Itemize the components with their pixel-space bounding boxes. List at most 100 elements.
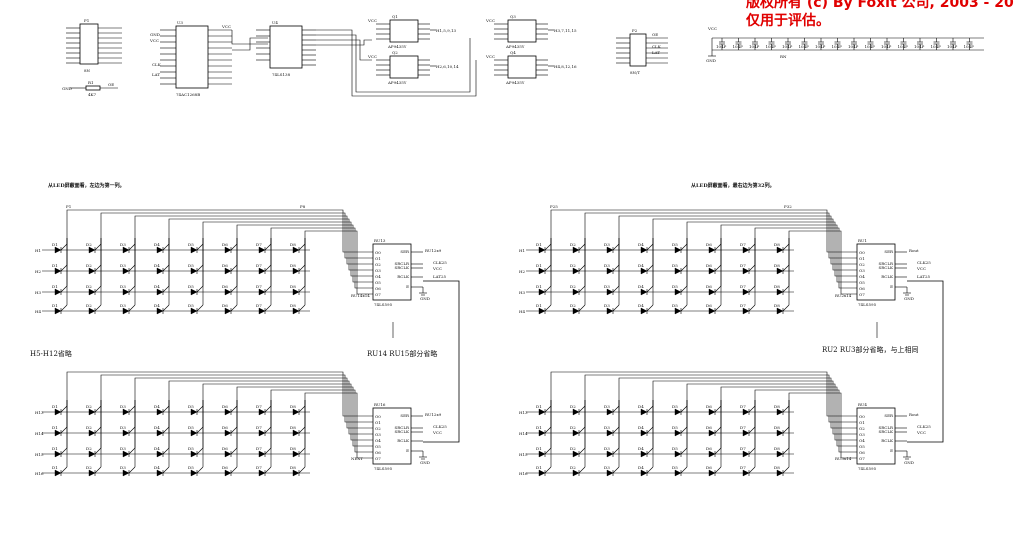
led-lead [680,285,688,293]
chip-name: 74LS595 [374,302,393,307]
led-diode [156,307,164,315]
cap-value: 104P [815,44,826,49]
chip-clk-label: CLK25 [433,424,447,429]
column-bus [304,392,373,459]
led-diode [258,408,266,416]
led-diode [54,246,62,254]
led-diode [674,267,682,275]
chip-signal: E [406,448,409,453]
led-lead [128,304,136,312]
h-output-label: H2,6,10,14 [436,64,459,69]
row-label: H1 [35,248,41,253]
led-diode [258,267,266,275]
chip-vcc-label: VCC [432,430,442,435]
mosfet-ref: Q1 [392,14,398,19]
led-lead [298,264,306,272]
led-ref: D2 [570,465,576,470]
led-lead [748,426,756,434]
led-lead [128,285,136,293]
led-lead [264,466,272,474]
chip-pin: O2 [375,262,381,267]
led-ref: D8 [774,263,780,268]
led-ref: D7 [740,404,746,409]
chip-pin: O0 [375,250,381,255]
chip-signal: RCLK [397,274,410,279]
led-ref: D5 [672,404,678,409]
led-ref: D5 [672,303,678,308]
led-lead [230,304,238,312]
led-lead [680,243,688,251]
led-diode [640,288,648,296]
led-diode [538,469,546,477]
u3-vcc: VCC [149,38,159,43]
led-lead [298,405,306,413]
chip-signal: SRCLR [395,261,410,266]
led-diode [538,267,546,275]
led-ref: D3 [604,404,610,409]
h-output-label: H4,8,12,16 [554,64,577,69]
led-diode [674,307,682,315]
led-diode [708,267,716,275]
chip-signal: SRCLR [395,425,410,430]
led-lead [162,264,170,272]
chip-pin: O3 [859,268,865,273]
led-lead [298,447,306,455]
cap-value: 104P [964,44,975,49]
led-lead [196,405,204,413]
led-diode [538,429,546,437]
chip-pin: O1 [859,256,865,261]
chip-clk-label: CLK25 [433,260,447,265]
led-lead [612,426,620,434]
led-lead [298,426,306,434]
led-diode [224,288,232,296]
led-diode [640,450,648,458]
chip-clk-label: CLK25 [917,260,931,265]
cap-value: 104P [898,44,909,49]
led-diode [776,246,784,254]
led-diode [606,469,614,477]
led-lead [162,304,170,312]
led-lead [60,304,68,312]
led-lead [544,304,552,312]
led-ref: D7 [256,425,262,430]
led-lead [646,285,654,293]
led-lead [782,405,790,413]
led-ref: D3 [604,242,610,247]
led-lead [680,466,688,474]
led-diode [742,267,750,275]
led-lead [714,285,722,293]
led-diode [88,429,96,437]
led-ref: D4 [638,465,644,470]
header-p1-name: 8N [84,68,91,73]
chip-chain-in: RU3x14 [835,456,852,461]
u3-lat: LAT [152,72,160,77]
led-ref: D4 [154,446,160,451]
chip-pin: O2 [375,426,381,431]
led-lead [646,426,654,434]
led-lead [230,447,238,455]
led-ref: D1 [52,446,58,451]
led-lead [578,466,586,474]
led-lead [714,466,722,474]
chip-pin: O6 [375,286,381,291]
chip-pin: O1 [859,420,865,425]
led-lead [94,243,102,251]
chip-out-label: Rout [909,248,919,253]
led-lead [94,405,102,413]
led-diode [54,469,62,477]
led-diode [538,450,546,458]
column-bus [66,371,373,417]
led-diode [708,408,716,416]
led-lead [612,285,620,293]
led-ref: D1 [536,425,542,430]
led-diode [572,307,580,315]
shift-register-chip [856,407,896,465]
led-diode [156,246,164,254]
led-ref: D7 [740,284,746,289]
led-ref: D6 [222,303,228,308]
led-ref: D5 [672,242,678,247]
led-ref: D8 [774,404,780,409]
led-lead [196,466,204,474]
led-ref: D1 [52,242,58,247]
led-ref: D4 [638,404,644,409]
